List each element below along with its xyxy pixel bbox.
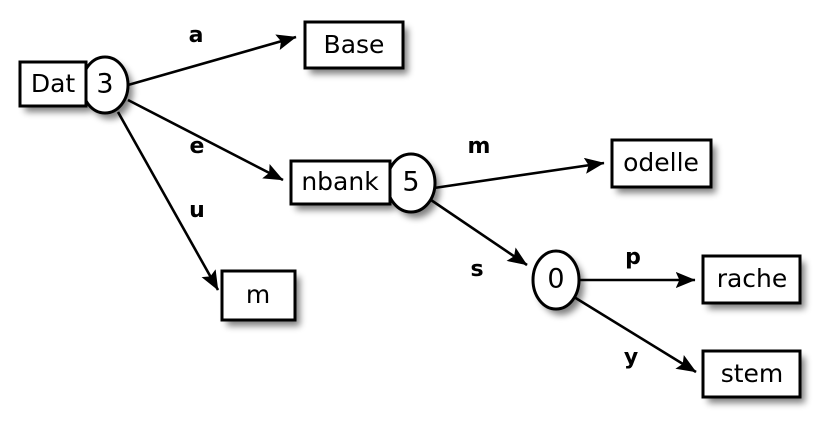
node-m-label: m xyxy=(246,280,270,309)
node-base-box xyxy=(303,20,405,70)
node-rache[interactable]: rache xyxy=(701,254,802,305)
node-nbank[interactable]: nbank 5 xyxy=(289,152,437,214)
nodes-layer: Dat 3 Base nbank 5 xyxy=(18,20,802,399)
edge-m-line xyxy=(433,157,605,190)
edge-m[interactable]: m xyxy=(433,134,605,190)
node-base-label: Base xyxy=(324,30,385,59)
node-dat-label: Dat xyxy=(31,69,76,98)
edge-y[interactable]: y xyxy=(573,295,697,374)
node-m[interactable]: m xyxy=(220,269,297,322)
edge-u[interactable]: u xyxy=(116,111,220,291)
edge-e[interactable]: e xyxy=(127,98,284,182)
node-zero-ellipse xyxy=(531,249,581,311)
edge-s-line xyxy=(430,198,528,267)
edge-m-label: m xyxy=(468,134,491,159)
node-nbank-box xyxy=(289,159,392,206)
edges-layer: a e u m s xyxy=(116,23,697,374)
edge-y-label: y xyxy=(624,345,638,370)
edge-e-label: e xyxy=(190,134,205,159)
node-nbank-state-label: 5 xyxy=(402,167,419,198)
edge-a-line xyxy=(127,34,297,87)
node-m-box xyxy=(220,269,297,322)
edge-p[interactable]: p xyxy=(578,245,696,289)
node-nbank-label: nbank xyxy=(301,167,379,196)
node-stem[interactable]: stem xyxy=(701,349,802,399)
node-zero[interactable]: 0 xyxy=(531,249,581,311)
node-stem-label: stem xyxy=(721,359,784,388)
edge-e-line xyxy=(127,98,284,182)
edge-s-label: s xyxy=(470,257,483,282)
node-base[interactable]: Base xyxy=(303,20,405,70)
node-zero-state-label: 0 xyxy=(547,264,564,295)
node-dat-box xyxy=(18,60,88,108)
node-rache-box xyxy=(701,254,802,305)
node-dat[interactable]: Dat 3 xyxy=(18,55,130,115)
node-rache-label: rache xyxy=(717,264,788,293)
node-odelle-label: odelle xyxy=(623,148,699,177)
node-stem-box xyxy=(701,349,802,399)
edge-s[interactable]: s xyxy=(430,198,528,282)
edge-u-line xyxy=(116,111,220,291)
edge-p-label: p xyxy=(625,245,641,270)
edge-a-label: a xyxy=(189,23,204,48)
node-odelle[interactable]: odelle xyxy=(610,138,713,189)
edge-y-line xyxy=(573,295,697,374)
node-odelle-box xyxy=(610,138,713,189)
node-dat-state-label: 3 xyxy=(96,69,113,100)
edge-u-label: u xyxy=(189,198,205,223)
edge-a[interactable]: a xyxy=(127,23,297,87)
